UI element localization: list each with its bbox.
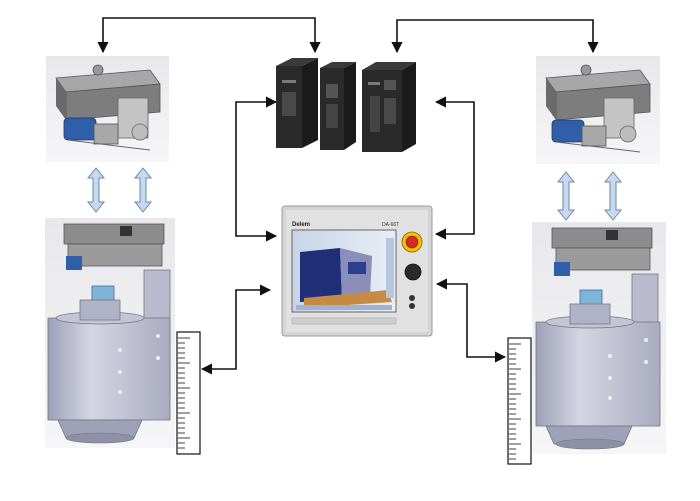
hmi-controller: Delem DA-66T xyxy=(281,205,433,337)
arrow-right-drive-to-hmi xyxy=(434,96,475,240)
right-flow-arrows xyxy=(556,171,623,221)
arrow-right-pump-to-right-drive xyxy=(391,19,599,54)
right-servo-drive xyxy=(362,62,416,152)
arrow-left-drive-to-hmi xyxy=(235,96,278,242)
left-flow-arrow-1 xyxy=(86,167,106,213)
left-cylinder xyxy=(45,218,175,448)
left-linear-scale xyxy=(176,331,201,455)
rotary-knob-icon xyxy=(404,263,422,281)
connection-arrows xyxy=(97,17,599,375)
right-linear-scale xyxy=(507,337,532,465)
hmi-model-label: DA-66T xyxy=(382,222,399,228)
right-pump-unit xyxy=(536,56,660,164)
left-flow-arrow-2 xyxy=(133,167,153,213)
left-servo-drive xyxy=(276,58,356,150)
arrow-left-scale-to-hmi xyxy=(200,284,272,375)
left-pump-unit xyxy=(46,56,169,162)
right-flow-arrow-2 xyxy=(603,171,623,221)
hmi-brand-label: Delem xyxy=(292,222,310,228)
arrow-right-scale-to-hmi xyxy=(435,278,507,363)
arrow-left-pump-to-left-drive xyxy=(97,17,321,54)
right-cylinder xyxy=(532,222,666,454)
left-flow-arrows xyxy=(86,167,153,213)
right-flow-arrow-1 xyxy=(556,171,576,221)
